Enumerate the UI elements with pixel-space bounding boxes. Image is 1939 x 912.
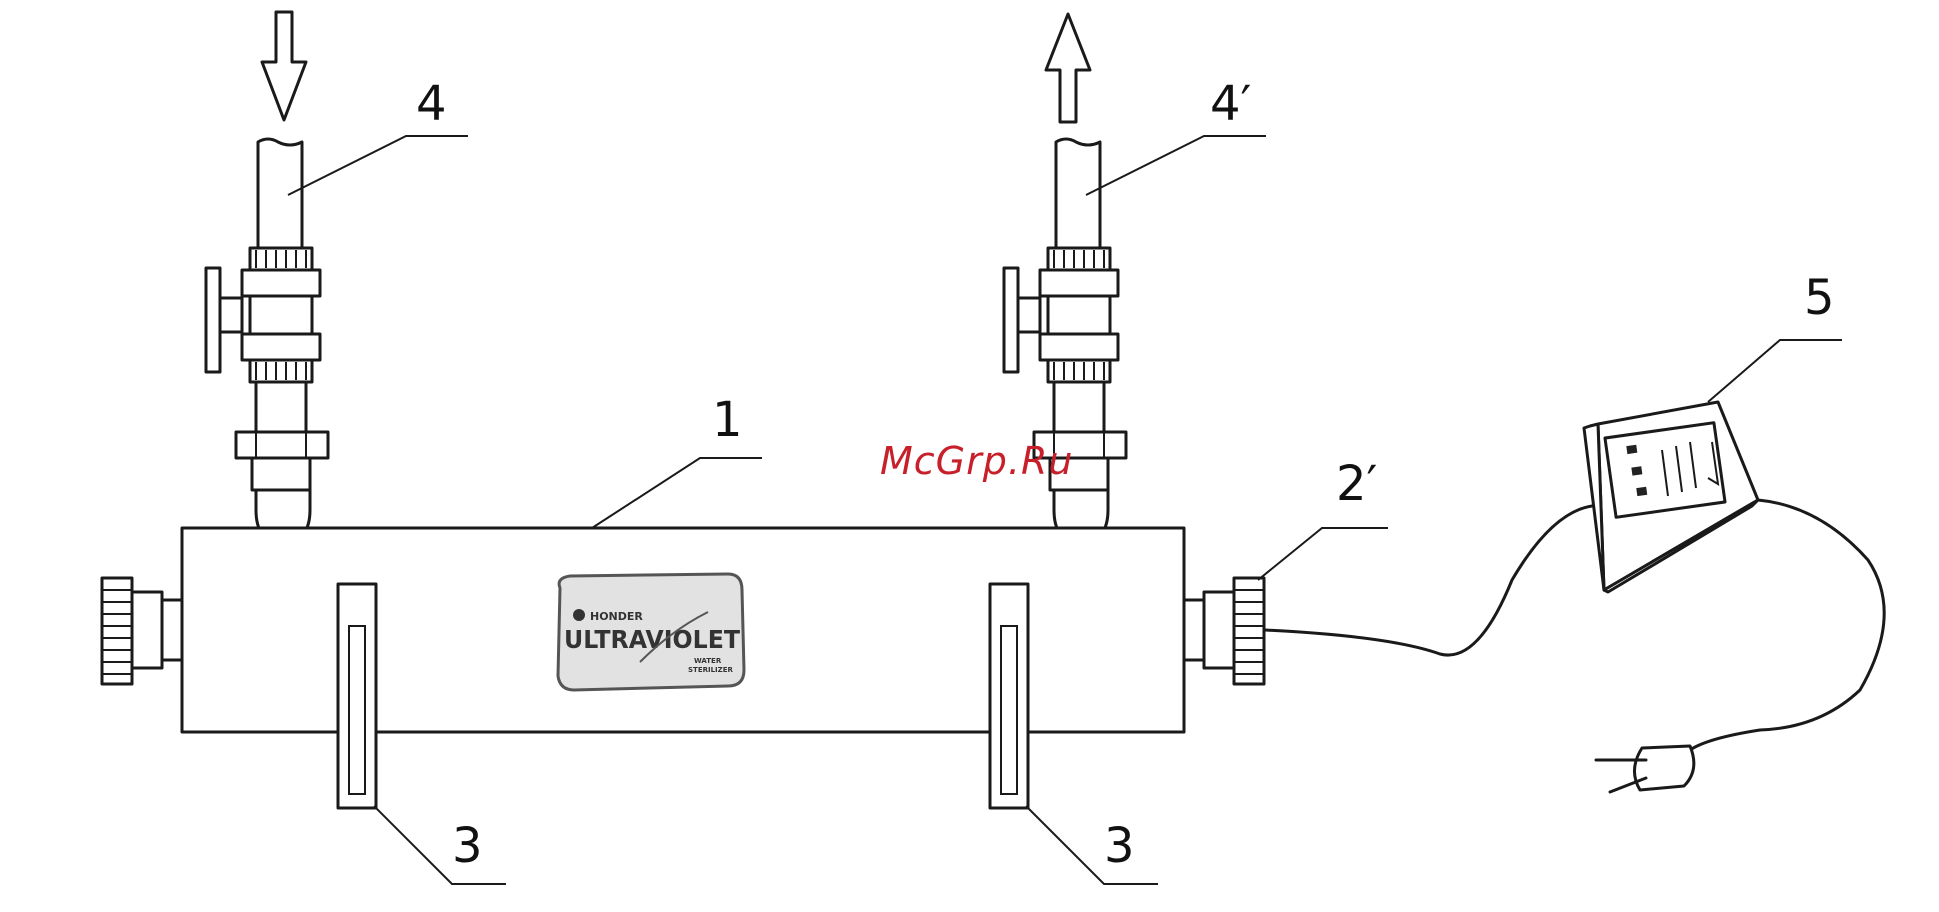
power-plug-icon bbox=[1596, 746, 1694, 792]
arrow-up-icon bbox=[1046, 14, 1090, 122]
left-end-cap bbox=[102, 578, 182, 684]
arrow-down-icon bbox=[262, 12, 306, 120]
label-outlet: 4′ bbox=[1210, 76, 1251, 132]
label-cable-nut: 2′ bbox=[1336, 456, 1377, 512]
mounting-bracket-left bbox=[338, 584, 376, 808]
label-bracket-left: 3 bbox=[452, 818, 483, 874]
logo-brand-sub2: STERILIZER bbox=[688, 666, 734, 674]
power-cable bbox=[1264, 500, 1884, 750]
outlet-pipe-assembly bbox=[1004, 139, 1126, 544]
inlet-pipe-assembly bbox=[206, 139, 328, 544]
brand-logo: HONDER ULTRAVIOLET WATER STERILIZER bbox=[558, 574, 744, 690]
valve-handle-icon bbox=[206, 268, 242, 372]
logo-brand-small: HONDER bbox=[590, 610, 643, 623]
label-power-unit: 5 bbox=[1804, 270, 1835, 326]
label-inlet: 4 bbox=[416, 76, 447, 132]
mounting-bracket-right bbox=[990, 584, 1028, 808]
valve-handle-icon bbox=[1004, 268, 1040, 372]
label-body: 1 bbox=[712, 392, 743, 448]
cable-nut-right bbox=[1184, 578, 1264, 684]
label-bracket-right: 3 bbox=[1104, 818, 1135, 874]
power-unit bbox=[1584, 402, 1758, 592]
logo-brand-sub1: WATER bbox=[694, 657, 722, 665]
watermark-text: McGrp.Ru bbox=[880, 439, 1073, 483]
